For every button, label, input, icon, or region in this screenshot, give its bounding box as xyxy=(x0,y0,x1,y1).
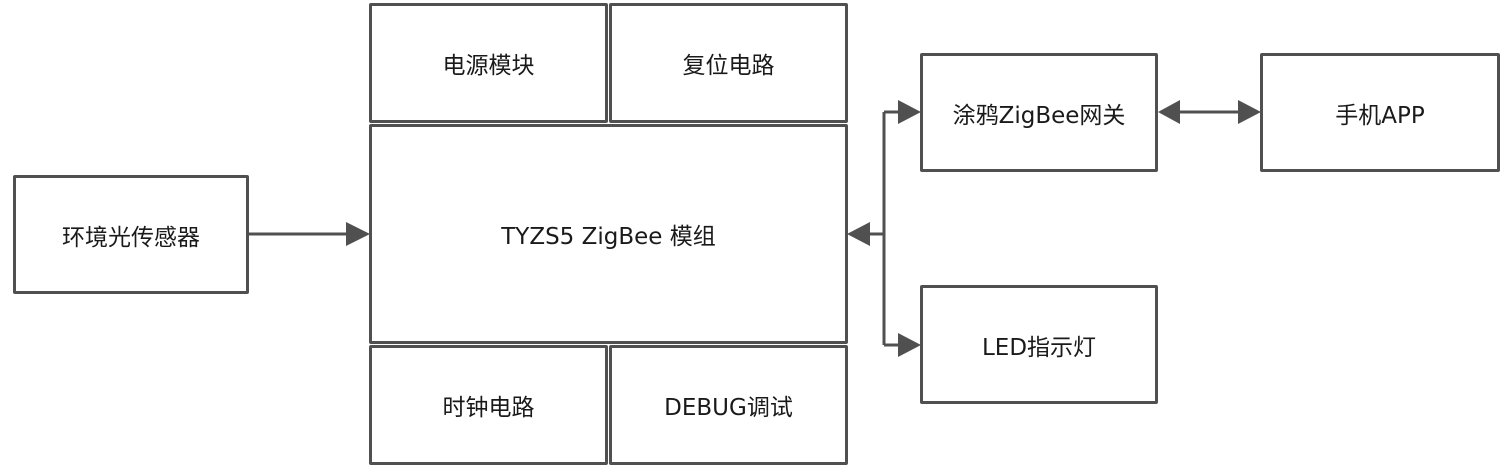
arrowhead-module-left xyxy=(346,222,370,246)
block-app-label: 手机APP xyxy=(1335,102,1425,129)
block-app: 手机APP xyxy=(1260,53,1500,172)
arrowheads xyxy=(346,100,1261,357)
block-debug-label: DEBUG调试 xyxy=(664,395,793,421)
arrowhead-gateway-right xyxy=(1158,100,1180,124)
arrowhead-led xyxy=(898,333,921,357)
block-led-label: LED指示灯 xyxy=(981,334,1097,361)
block-reset-label: 复位电路 xyxy=(682,53,775,79)
block-clock-label: 时钟电路 xyxy=(442,395,535,421)
block-sensor-label: 环境光传感器 xyxy=(62,224,200,251)
block-gateway: 涂鸦ZigBee网关 xyxy=(920,53,1158,172)
block-clock: 时钟电路 xyxy=(369,345,608,465)
block-led: LED指示灯 xyxy=(920,285,1158,404)
block-power-label: 电源模块 xyxy=(442,53,535,79)
block-module: TYZS5 ZigBee 模组 xyxy=(369,124,848,344)
block-power: 电源模块 xyxy=(369,3,608,123)
arrowhead-app-left xyxy=(1238,100,1261,124)
block-debug: DEBUG调试 xyxy=(609,345,848,465)
arrowhead-module-right xyxy=(847,222,870,246)
block-sensor: 环境光传感器 xyxy=(13,175,249,294)
arrowhead-gateway xyxy=(898,100,921,124)
block-module-label: TYZS5 ZigBee 模组 xyxy=(501,224,716,250)
block-gateway-label: 涂鸦ZigBee网关 xyxy=(952,102,1126,129)
block-reset: 复位电路 xyxy=(609,3,848,123)
